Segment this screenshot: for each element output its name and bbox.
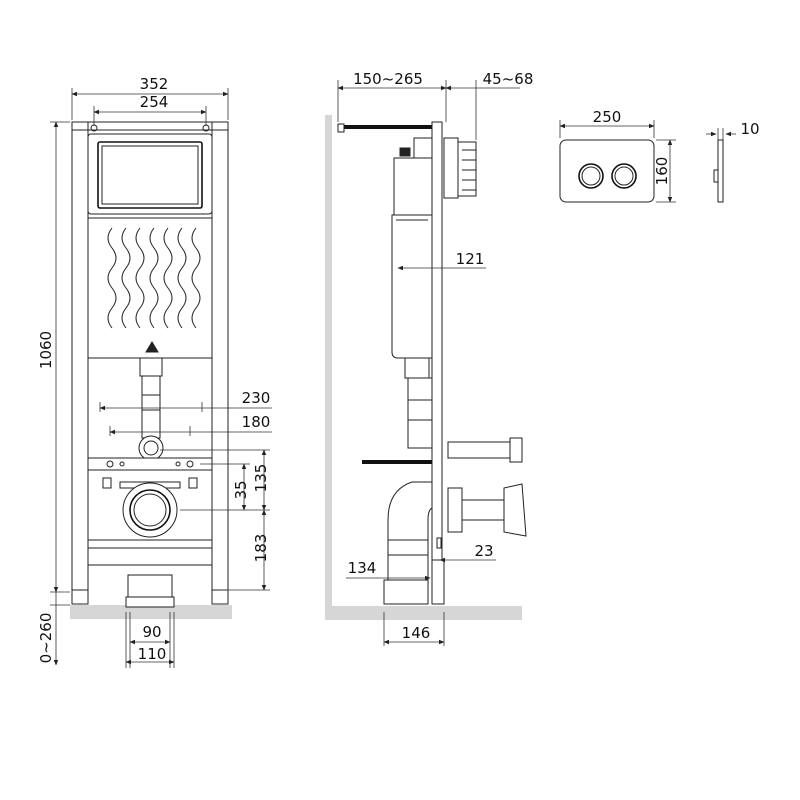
side-floor [325,606,522,620]
logo-mark-icon [145,341,159,353]
dim-tank-depth: 121 [456,250,485,268]
dim-bolt-spacing-outer: 230 [242,389,271,407]
flush-plate [559,139,655,203]
side-frame-post [431,121,443,605]
flush-button-large [578,163,604,189]
side-cistern [391,214,433,359]
dim-leg-height: 0~260 [37,613,55,664]
dim-inner-width: 254 [140,93,169,111]
dim-panel-depth: 45~68 [483,70,534,88]
cistern-wave-pattern [107,227,201,329]
side-wall [325,115,332,620]
flush-plate-side: 10 [706,120,760,203]
dim-button-height: 160 [653,157,671,186]
dim-button-thickness: 10 [740,120,759,138]
dim-pipe-outer: 110 [138,645,167,663]
dim-button-width: 250 [593,108,622,126]
dim-foot-depth: 146 [402,624,431,642]
dim-outlet-offset: 35 [232,480,250,499]
flush-button-small [611,163,637,189]
waste-outlet [122,482,178,538]
dim-bolt-spacing-inner: 180 [242,413,271,431]
side-view [325,115,527,620]
left-frame-post [71,121,89,593]
dim-frame-height: 1060 [37,331,55,369]
flush-plate-front [559,139,655,203]
flush-plate-profile [717,139,724,203]
dim-outlet-depth: 134 [348,559,377,577]
dim-frame-width: 352 [140,75,169,93]
flush-plate-dimensions: 250 160 [559,108,676,203]
dim-foot-offset: 23 [474,542,493,560]
dim-pipe-inner: 90 [142,623,161,641]
dim-wall-distance: 150~265 [353,70,423,88]
flush-inlet [138,435,164,461]
right-frame-post [211,121,229,593]
top-service-opening [87,133,213,215]
dim-outlet-height: 183 [252,534,270,563]
side-dimensions: 150~265 45~68 121 134 23 146 [337,70,534,646]
front-view [70,121,232,619]
dim-bolt-height: 135 [252,464,270,493]
side-waste-elbow [387,481,433,581]
front-floor [70,605,232,619]
front-dimensions: 352 254 1060 0~260 230 180 135 35 183 90… [37,75,272,668]
